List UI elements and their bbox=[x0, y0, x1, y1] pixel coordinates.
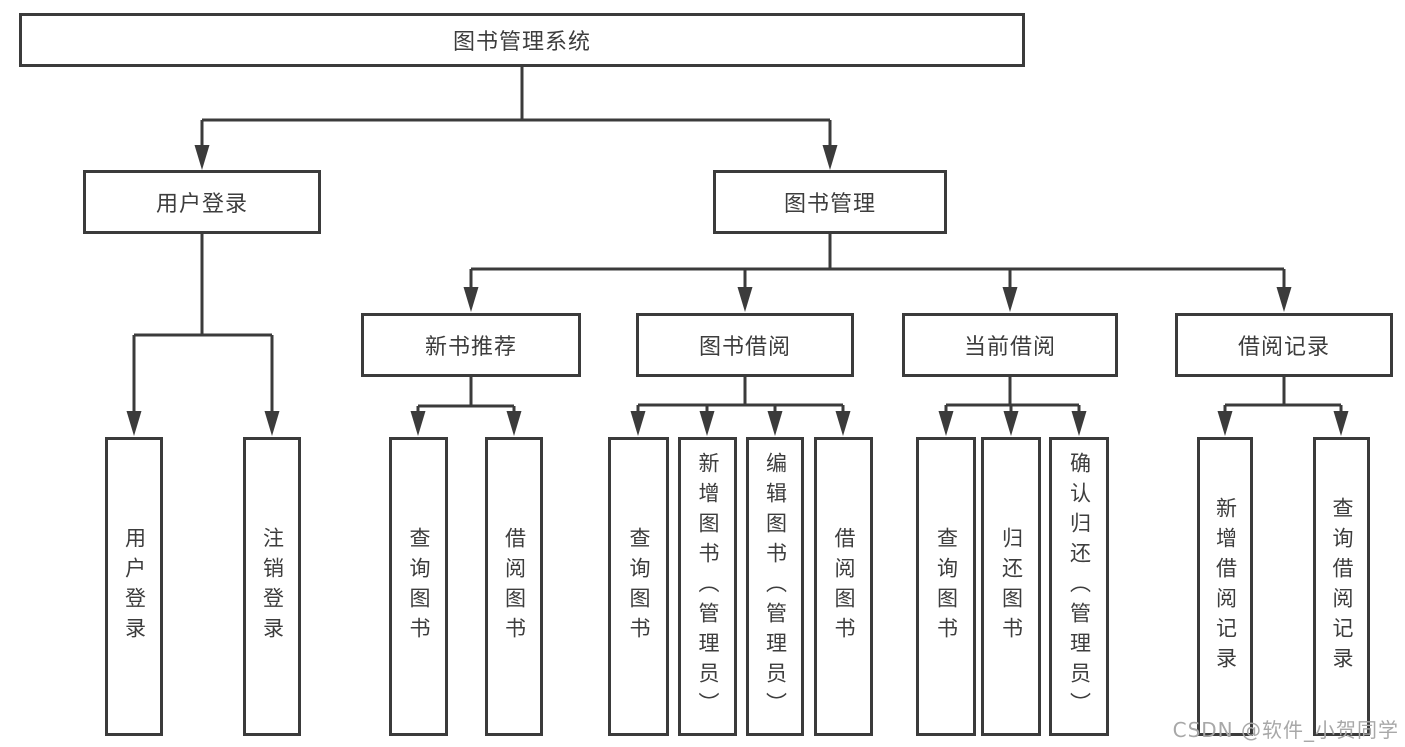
watermark: CSDN @软件_小贺同学 bbox=[1172, 718, 1399, 742]
arrowheads bbox=[126, 145, 1349, 436]
arrowhead-down bbox=[506, 411, 522, 436]
node-book-borrowing: 图书借阅 bbox=[636, 313, 854, 377]
leaf-user-login: 用户登录 bbox=[105, 437, 163, 736]
arrowhead-down bbox=[822, 145, 838, 170]
arrowhead-down bbox=[194, 145, 210, 170]
leaf-logout: 注销登录 bbox=[243, 437, 301, 736]
arrowhead-down bbox=[410, 411, 426, 436]
leaf-edit-book-admin: 编辑图书（管理员） bbox=[746, 437, 804, 736]
node-library-management-system: 图书管理系统 bbox=[19, 13, 1025, 67]
arrowhead-down bbox=[938, 411, 954, 436]
node-current-borrowing: 当前借阅 bbox=[902, 313, 1118, 377]
leaf-add-borrow-record-label: 新增借阅记录 bbox=[1213, 496, 1238, 677]
leaf-logout-label: 注销登录 bbox=[260, 526, 285, 647]
arrowhead-down bbox=[1002, 287, 1018, 312]
leaf-query-borrow-record: 查询借阅记录 bbox=[1313, 437, 1370, 736]
arrowhead-down bbox=[630, 411, 646, 436]
connector-root-to-level2 bbox=[200, 67, 832, 152]
leaf-edit-book-admin-label: 编辑图书（管理员） bbox=[763, 451, 788, 722]
leaf-add-book-admin-label: 新增图书（管理员） bbox=[696, 451, 720, 722]
node-borrowing-records: 借阅记录 bbox=[1175, 313, 1393, 377]
leaf-query-book-borrowing: 查询图书 bbox=[608, 437, 669, 736]
arrowhead-down bbox=[767, 411, 783, 436]
arrowhead-down bbox=[1217, 411, 1233, 436]
leaf-confirm-return-admin: 确认归还（管理员） bbox=[1049, 437, 1109, 736]
leaf-borrow-book-label: 借阅图书 bbox=[832, 526, 856, 647]
leaf-query-book-borrowing-label: 查询图书 bbox=[627, 526, 651, 647]
leaf-confirm-return-admin-label: 确认归还（管理员） bbox=[1067, 451, 1092, 722]
leaf-add-book-admin: 新增图书（管理员） bbox=[678, 437, 737, 736]
arrowhead-down bbox=[1071, 411, 1087, 436]
leaf-return-book: 归还图书 bbox=[981, 437, 1041, 736]
arrowhead-down bbox=[737, 287, 753, 312]
arrowhead-down bbox=[1003, 411, 1019, 436]
leaf-borrow-book-recommend-label: 借阅图书 bbox=[502, 526, 527, 647]
arrowhead-down bbox=[699, 411, 715, 436]
arrowhead-down bbox=[1276, 287, 1292, 312]
leaf-borrow-book: 借阅图书 bbox=[814, 437, 873, 736]
arrowhead-down bbox=[1333, 411, 1349, 436]
leaf-query-book-current-label: 查询图书 bbox=[934, 526, 959, 647]
arrowhead-down bbox=[126, 411, 142, 436]
leaf-query-book-recommend-label: 查询图书 bbox=[407, 526, 431, 647]
connector-borrowing-records-children bbox=[1223, 377, 1343, 416]
connector-new-book-recommend-children bbox=[416, 377, 516, 416]
node-book-management: 图书管理 bbox=[713, 170, 947, 234]
node-user-login: 用户登录 bbox=[83, 170, 321, 234]
leaf-query-borrow-record-label: 查询借阅记录 bbox=[1330, 496, 1354, 677]
leaf-query-book-recommend: 查询图书 bbox=[389, 437, 448, 736]
leaf-return-book-label: 归还图书 bbox=[999, 526, 1024, 647]
connector-book-borrowing-children bbox=[636, 377, 845, 416]
leaf-query-book-current: 查询图书 bbox=[916, 437, 976, 736]
arrowhead-down bbox=[835, 411, 851, 436]
connector-user-login-children bbox=[132, 234, 274, 416]
leaf-borrow-book-recommend: 借阅图书 bbox=[485, 437, 543, 736]
leaf-user-login-label: 用户登录 bbox=[122, 526, 147, 647]
connector-current-borrowing-children bbox=[944, 377, 1081, 416]
node-new-book-recommend: 新书推荐 bbox=[361, 313, 581, 377]
arrowhead-down bbox=[264, 411, 280, 436]
leaf-add-borrow-record: 新增借阅记录 bbox=[1197, 437, 1253, 736]
connector-book-management-children bbox=[469, 234, 1286, 292]
arrowhead-down bbox=[463, 287, 479, 312]
